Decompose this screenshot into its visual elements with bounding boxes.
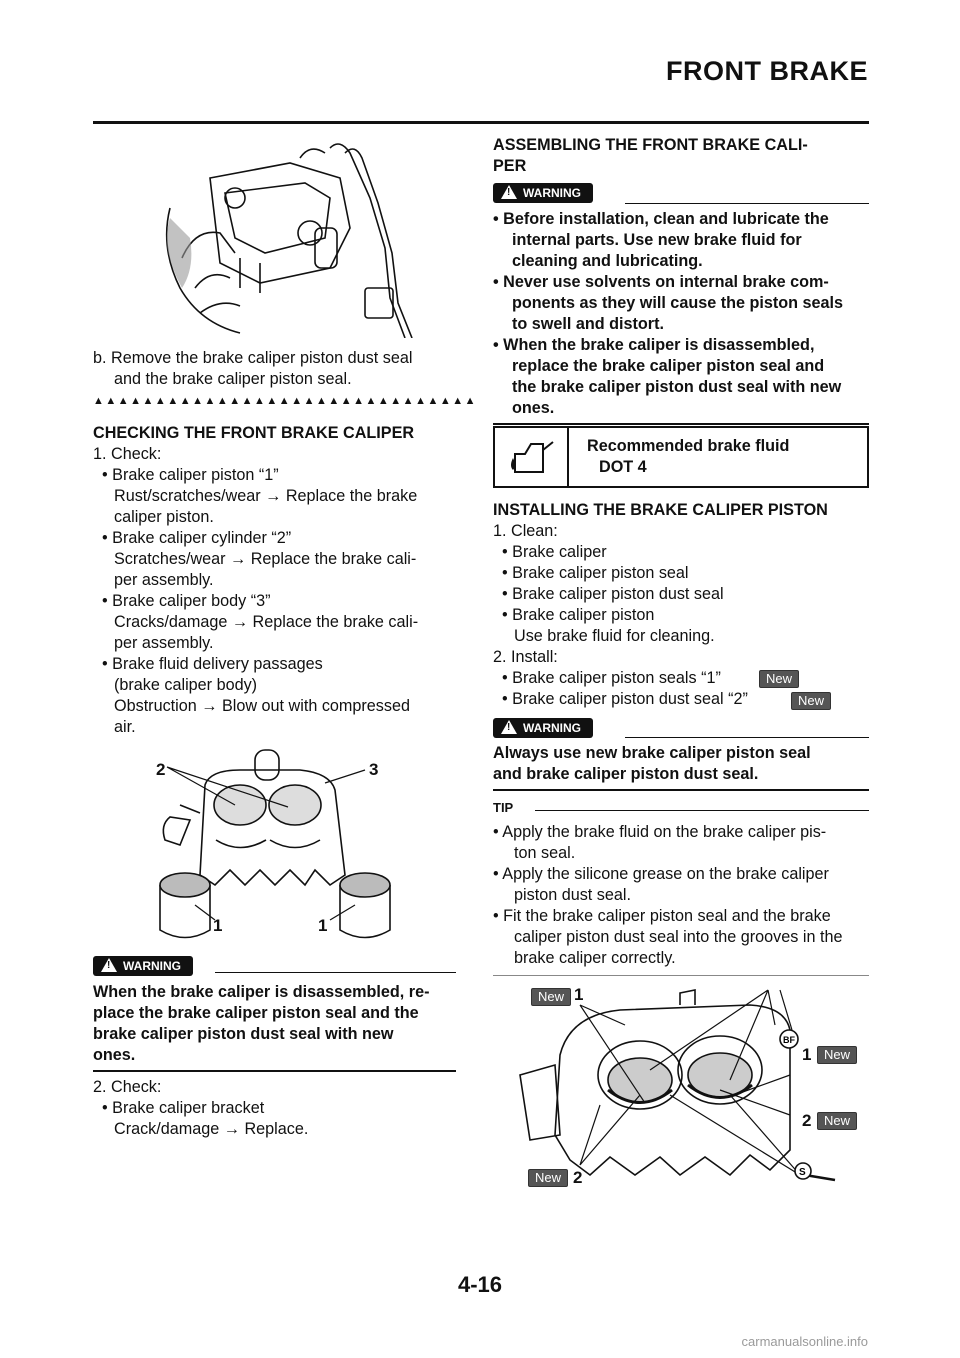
tip-text: • Fit the brake caliper piston seal and … xyxy=(493,907,831,925)
callout-1: 1 xyxy=(213,916,223,935)
tip-text: caliper piston dust seal into the groove… xyxy=(514,928,843,946)
warning-rule xyxy=(215,972,456,973)
callout-2: 2 xyxy=(802,1111,812,1130)
list-item: Cracks/damage → Replace the brake cali- xyxy=(114,613,419,631)
list-item: • Brake caliper bracket xyxy=(102,1099,265,1117)
new-badge: New xyxy=(817,1046,858,1064)
warning-icon xyxy=(501,185,517,199)
list-item: • Brake caliper piston “1” xyxy=(102,466,279,484)
section-title-assembling-cont: PER xyxy=(493,157,527,175)
site-watermark: carmanualsonline.info xyxy=(741,1334,868,1349)
check-2-label: 2. Check: xyxy=(93,1078,162,1096)
list-item: Obstruction → Blow out with compressed xyxy=(114,697,410,715)
warning-text: to swell and distort. xyxy=(512,315,664,333)
list-item: per assembly. xyxy=(114,634,214,652)
callout-1: 1 xyxy=(574,985,584,1004)
callout-1: 1 xyxy=(802,1045,812,1064)
triangle-divider: ▲▲▲▲▲▲▲▲▲▲▲▲▲▲▲▲▲▲▲▲▲▲▲▲▲▲▲▲▲▲▲ xyxy=(93,395,478,407)
warning-text: ponents as they will cause the piston se… xyxy=(512,294,844,312)
fluid-box-divider xyxy=(567,428,569,486)
page-number: 4-16 xyxy=(457,1272,503,1297)
fluid-value: DOT 4 xyxy=(599,458,647,476)
new-badge: New xyxy=(791,692,832,710)
tip-text: • Apply the silicone grease on the brake… xyxy=(493,865,829,883)
bf-symbol: BF xyxy=(783,1035,795,1045)
header-rule xyxy=(93,121,869,124)
warning-text: cleaning and lubricating. xyxy=(512,252,703,270)
tip-text: brake caliper correctly. xyxy=(514,949,676,967)
warning-text: and brake caliper piston dust seal. xyxy=(493,765,759,783)
warning-badge: ! WARNING xyxy=(493,183,593,203)
warning-text: place the brake caliper piston seal and … xyxy=(93,1004,419,1022)
caliper-body-figure xyxy=(159,749,391,939)
list-item: • Brake caliper cylinder “2” xyxy=(102,529,292,547)
list-item: • Brake caliper piston seals “1” xyxy=(502,669,721,687)
warning-badge: ! WARNING xyxy=(493,718,593,738)
list-item: Scratches/wear → Replace the brake cali- xyxy=(114,550,417,568)
fluid-label: Recommended brake fluid xyxy=(587,437,790,455)
tip-text: ton seal. xyxy=(514,844,576,862)
warning-rule xyxy=(625,203,869,204)
list-item: per assembly. xyxy=(114,571,214,589)
warning-text: internal parts. Use new brake fluid for xyxy=(512,231,802,249)
warning-text: brake caliper piston dust seal with new xyxy=(93,1025,394,1043)
warning-icon xyxy=(101,958,117,972)
warning-text: Always use new brake caliper piston seal xyxy=(493,744,811,762)
warning-text: the brake caliper piston dust seal with … xyxy=(512,378,842,396)
warning-text: When the brake caliper is disassembled, … xyxy=(93,983,430,1001)
section-title-installing: INSTALLING THE BRAKE CALIPER PISTON xyxy=(493,501,828,519)
new-badge: New xyxy=(817,1112,858,1130)
tip-text: • Apply the brake fluid on the brake cal… xyxy=(493,823,827,841)
step-b-text-cont: and the brake caliper piston seal. xyxy=(114,370,352,388)
callout-2: 2 xyxy=(156,760,166,779)
list-item: air. xyxy=(114,718,136,736)
oil-can-icon xyxy=(511,441,554,473)
callout-3: 3 xyxy=(369,760,379,779)
warning-icon xyxy=(501,720,517,734)
warning-badge: ! WARNING xyxy=(93,956,193,976)
warning-text: ones. xyxy=(512,399,555,417)
section-title-checking: CHECKING THE FRONT BRAKE CALIPER xyxy=(93,424,415,442)
new-badge: New xyxy=(531,988,572,1006)
tip-end-rule xyxy=(493,975,869,976)
warning-end-rule xyxy=(93,1070,456,1072)
clean-label: 1. Clean: xyxy=(493,522,558,540)
list-item: Rust/scratches/wear → Replace the brake xyxy=(114,487,418,505)
s-symbol: S xyxy=(799,1167,806,1178)
warning-rule xyxy=(625,737,869,738)
warning-end-rule xyxy=(493,423,869,425)
warning-text: • Before installation, clean and lubrica… xyxy=(493,210,829,228)
list-item: (brake caliper body) xyxy=(114,676,258,694)
list-item: • Brake caliper piston dust seal xyxy=(502,585,724,603)
warning-text: • Never use solvents on internal brake c… xyxy=(493,273,829,291)
warning-text: replace the brake caliper piston seal an… xyxy=(512,357,825,375)
callout-2: 2 xyxy=(573,1168,583,1187)
list-item: caliper piston. xyxy=(114,508,214,526)
page-title: FRONT BRAKE xyxy=(666,56,868,86)
step-b-text: b. Remove the brake caliper piston dust … xyxy=(93,349,413,367)
recommended-fluid-box: Recommended brake fluid DOT 4 xyxy=(493,426,869,488)
list-item: • Brake caliper body “3” xyxy=(102,592,271,610)
list-item: • Brake fluid delivery passages xyxy=(102,655,323,673)
list-item: • Brake caliper piston seal xyxy=(502,564,689,582)
tip-rule xyxy=(535,810,869,811)
warning-end-rule xyxy=(493,789,869,791)
warning-text: ones. xyxy=(93,1046,136,1064)
new-badge: New xyxy=(528,1169,569,1187)
list-item: • Brake caliper piston dust seal “2” xyxy=(502,690,748,708)
list-item: • Brake caliper piston xyxy=(502,606,655,624)
section-title-assembling: ASSEMBLING THE FRONT BRAKE CALI- xyxy=(493,136,808,154)
list-item: • Brake caliper xyxy=(502,543,607,561)
callout-1: 1 xyxy=(318,916,328,935)
tip-label: TIP xyxy=(493,800,514,815)
warning-text: • When the brake caliper is disassembled… xyxy=(493,336,815,354)
list-item: Use brake fluid for cleaning. xyxy=(514,627,715,645)
piston-install-figure: BF S xyxy=(519,989,836,1182)
list-item: Crack/damage → Replace. xyxy=(114,1120,309,1138)
check-1-label: 1. Check: xyxy=(93,445,162,463)
new-badge: New xyxy=(759,670,800,688)
caliper-removal-figure xyxy=(165,143,413,338)
tip-text: piston dust seal. xyxy=(514,886,631,904)
install-label: 2. Install: xyxy=(493,648,558,666)
